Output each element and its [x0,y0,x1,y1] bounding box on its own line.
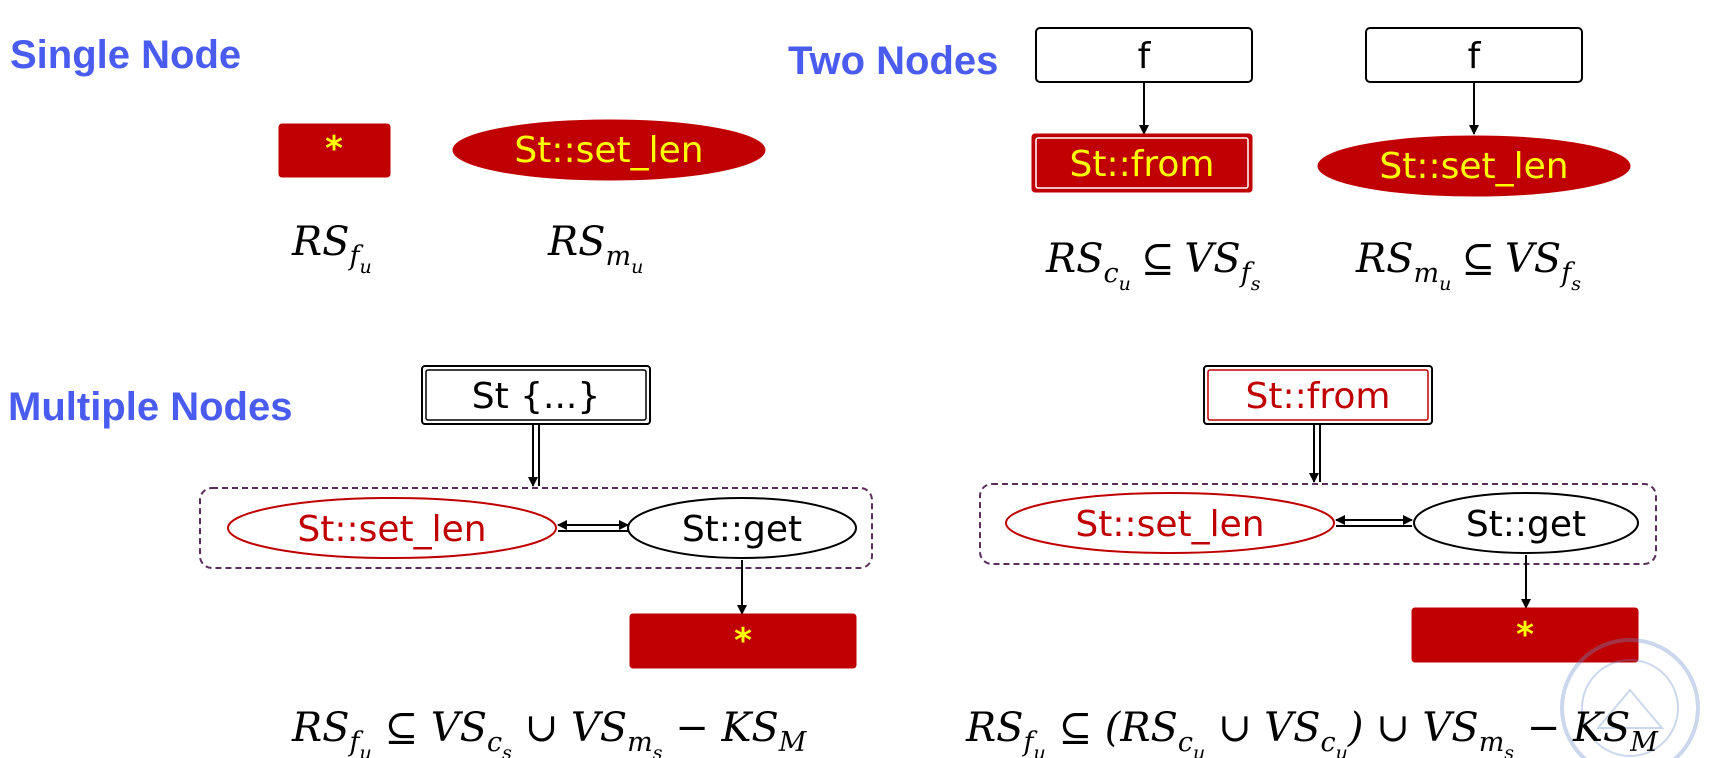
multi-left-group [199,487,873,569]
two-f-right-label: f [1468,36,1482,77]
multi-right-deref-node: * [1411,607,1639,663]
formula-multi-b: RSfu ⊆ (RScu ∪ VScu) ∪ VSms − KSM [965,705,1659,758]
multi-left-struct-label: St {...} [472,376,601,417]
section-title-single-node: Single Node [10,33,241,77]
two-f-left-label: f [1138,36,1152,77]
formula-two-a: RScu⊆VSfs [1045,236,1261,295]
multi-right-get-label: St::get [1466,504,1586,545]
formula-multi-a: RSfu ⊆ VScs ∪ VSms − KSM [291,705,808,758]
formula-two-b: RSmu⊆VSfs [1355,236,1581,295]
multi-left-get-node: St::get [627,497,857,559]
multi-right-group [979,483,1657,565]
section-title-multiple-nodes: Multiple Nodes [8,385,292,429]
multi-left-deref-label: * [734,621,752,661]
two-from-label: St::from [1069,144,1214,185]
multi-left-set-len-label: St::set_len [297,509,486,550]
two-set-len-label: St::set_len [1379,146,1568,187]
multi-right-set-len-label: St::set_len [1075,504,1264,545]
multi-right-from-label: St::from [1245,376,1390,417]
multi-right-from-node: St::from [1203,365,1433,425]
two-from-node: St::from [1031,133,1253,193]
two-set-len-node: St::set_len [1317,135,1631,197]
formula-single-a: RSfu [291,219,372,278]
single-set-len-node: St::set_len [452,119,766,181]
single-deref-node: * [278,123,391,178]
section-title-two-nodes: Two Nodes [788,39,998,83]
two-f-node-right: f [1365,27,1583,83]
multi-right-deref-label: * [1516,615,1534,655]
multi-left-struct-node: St {...} [421,365,651,425]
single-deref-label: * [325,129,343,169]
multi-left-deref-node: * [629,613,857,669]
multi-left-set-len-node: St::set_len [227,497,557,559]
multi-left-get-label: St::get [682,509,802,550]
university-seal-icon [1560,638,1700,758]
formula-single-b: RSmu [547,219,643,278]
single-set-len-label: St::set_len [514,130,703,171]
multi-right-get-node: St::get [1413,492,1639,554]
two-f-node-left: f [1035,27,1253,83]
multi-right-set-len-node: St::set_len [1005,492,1335,554]
